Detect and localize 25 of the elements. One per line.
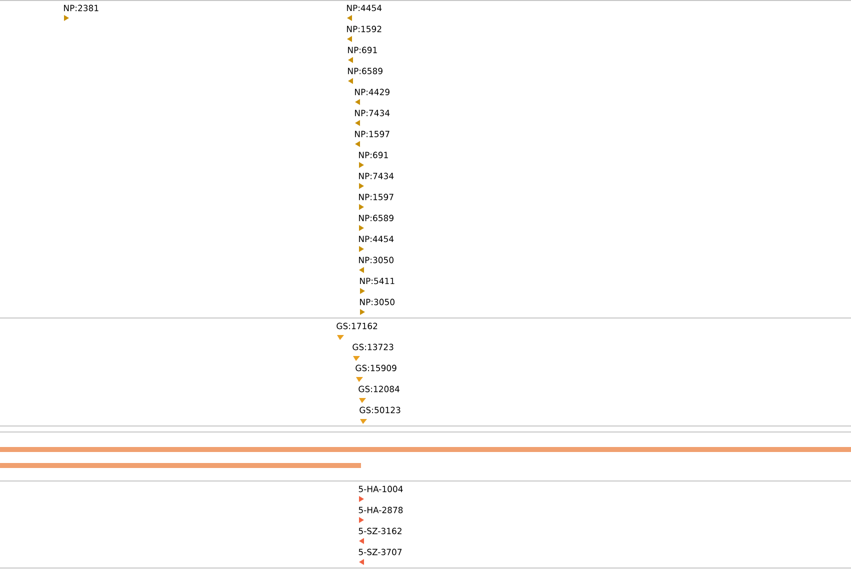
feature-label: NP:6589 xyxy=(359,214,394,222)
feature-label: NP:3050 xyxy=(359,256,394,264)
feature-label: NP:1597 xyxy=(359,194,394,200)
feature-label: GS:50123 xyxy=(360,406,400,414)
feature-label: 5-SZ-3707 xyxy=(358,548,402,556)
feature-label: GS:13723 xyxy=(352,344,394,350)
feature-label: NP:691 xyxy=(359,152,388,158)
feature-label: NP:3050 xyxy=(360,298,394,306)
feature-label: 5-HA-1004 xyxy=(358,486,403,492)
feature-label: GS:17162 xyxy=(336,322,378,330)
feature-label: GS:12084 xyxy=(358,386,400,392)
feature-label: NP:1592 xyxy=(347,26,382,32)
feature-label: GS:15909 xyxy=(356,364,396,372)
feature-label: 5-HA-2878 xyxy=(358,506,403,514)
feature-label: NP:6589 xyxy=(348,68,382,74)
feature-label: NP:4454 xyxy=(347,4,382,12)
feature-label: NP:4454 xyxy=(359,236,394,242)
feature-label: NP:7434 xyxy=(355,110,390,116)
feature-label: NP:691 xyxy=(348,46,377,54)
feature-label: NP:4429 xyxy=(355,88,390,96)
feature-label: NP:1597 xyxy=(355,130,390,138)
feature-label: NP:5411 xyxy=(360,278,394,284)
feature-label: 5-SZ-3162 xyxy=(358,528,402,534)
feature-label: NP:7434 xyxy=(359,172,394,180)
feature-label: NP:2381 xyxy=(64,4,98,12)
